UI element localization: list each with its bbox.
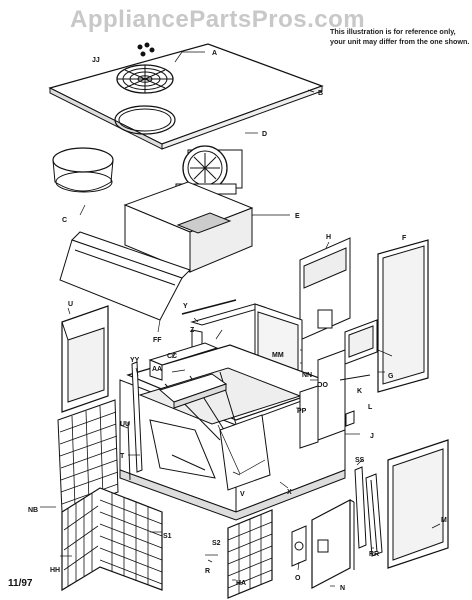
label-n: N <box>340 585 345 592</box>
label-cc: CC <box>167 353 177 360</box>
grille-hh[interactable] <box>61 487 163 592</box>
label-d: D <box>262 131 267 138</box>
revision-date: 11/97 <box>8 578 33 589</box>
label-f: F <box>402 235 407 242</box>
label-u: U <box>68 301 73 308</box>
panel-h[interactable] <box>299 237 351 341</box>
label-j: J <box>370 433 374 440</box>
label-nb: NB <box>28 507 38 514</box>
label-o: O <box>295 575 301 582</box>
label-v: V <box>240 491 245 498</box>
label-rr: RR <box>369 551 379 558</box>
main-cabinet[interactable] <box>119 303 371 521</box>
strips-ss-rr[interactable] <box>354 466 383 557</box>
label-c: C <box>62 217 67 224</box>
fan-guard[interactable] <box>116 42 174 94</box>
reference-note-line-2: your unit may differ from the one shown. <box>330 37 470 46</box>
leader-lines <box>40 51 441 587</box>
reference-note-line-1: This illustration is for reference only, <box>330 27 456 36</box>
label-aa: AA <box>152 366 162 373</box>
top-panel[interactable] <box>48 43 324 150</box>
panel-ff[interactable] <box>59 231 191 321</box>
label-z: Z <box>190 327 195 334</box>
label-a: A <box>212 50 217 57</box>
blower-housing[interactable] <box>123 181 254 273</box>
label-x: X <box>287 489 292 496</box>
label-uu: UU <box>120 421 130 428</box>
label-g: G <box>388 373 394 380</box>
rods-left[interactable] <box>127 361 143 481</box>
label-jj: JJ <box>92 57 100 64</box>
label-b: B <box>318 90 323 97</box>
label-pp: PP <box>297 408 307 415</box>
label-t: T <box>120 453 125 460</box>
panel-u[interactable] <box>61 305 109 413</box>
label-k: K <box>357 388 362 395</box>
panel-g[interactable] <box>344 319 378 365</box>
label-oo: OO <box>317 382 328 389</box>
label-y: Y <box>183 303 188 310</box>
label-ha: HA <box>236 580 246 587</box>
label-r: R <box>205 568 210 575</box>
label-ss: SS <box>355 457 365 464</box>
panel-f[interactable] <box>377 239 429 393</box>
reference-note: This illustration is for reference only,… <box>330 27 469 47</box>
rod-y[interactable] <box>181 299 237 315</box>
label-l: L <box>368 404 373 411</box>
grille-ha[interactable] <box>227 509 273 599</box>
label-s1: S1 <box>163 533 172 540</box>
label-mm: MM <box>272 352 284 359</box>
label-yy: YY <box>130 357 140 364</box>
grille-nb[interactable] <box>57 399 119 513</box>
label-h: H <box>326 234 331 241</box>
label-hh: HH <box>50 567 60 574</box>
label-m: M <box>441 517 447 524</box>
label-nn: NN <box>302 372 312 379</box>
watermark: AppliancePartsPros.com <box>70 6 366 33</box>
label-e: E <box>295 213 300 220</box>
panel-m[interactable] <box>387 439 449 569</box>
callout-labels: JJ A B C D E FF H F U Y Z MM CC YY AA NN… <box>28 50 447 592</box>
part-o[interactable] <box>291 525 307 567</box>
door-panel-n[interactable] <box>311 499 355 589</box>
label-s2: S2 <box>212 540 221 547</box>
label-ff: FF <box>153 337 162 344</box>
orifice-ring[interactable] <box>52 147 114 193</box>
